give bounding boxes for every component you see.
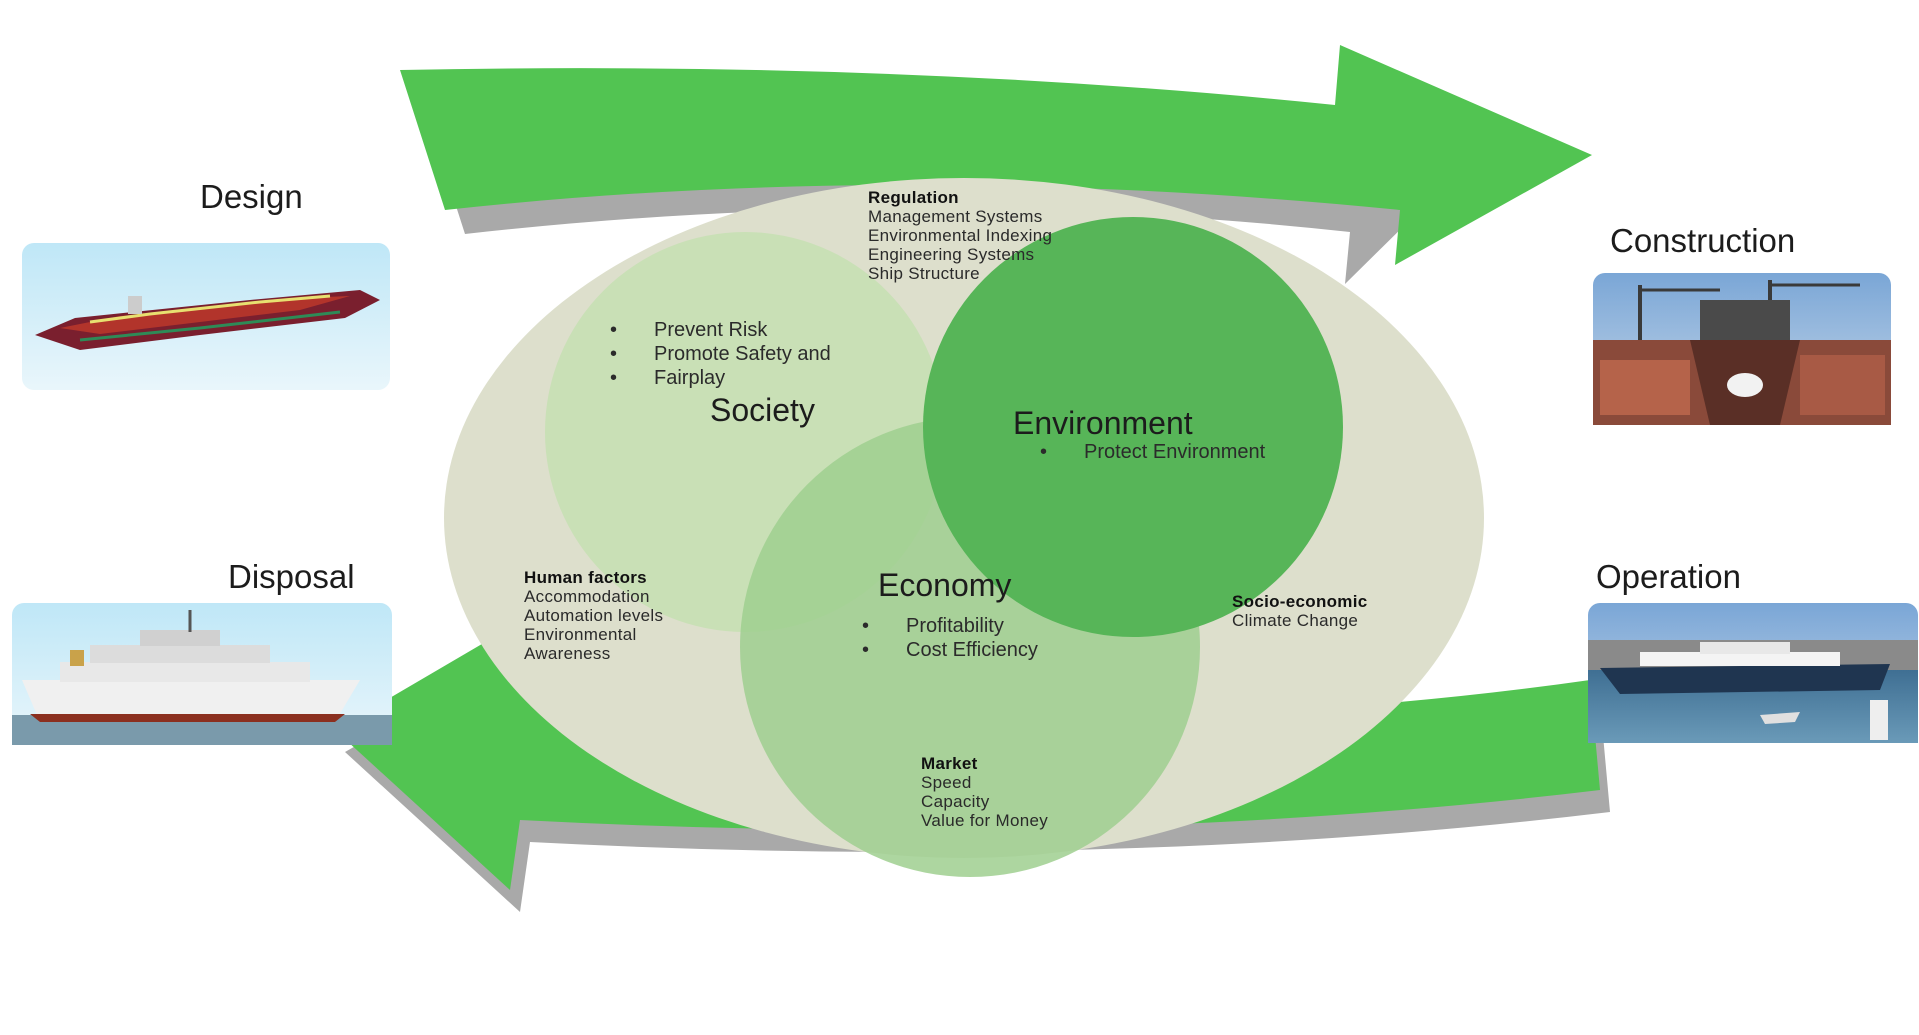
regulation-block: Regulation Management Systems Environmen… <box>868 188 1052 283</box>
stage-label-construction: Construction <box>1610 222 1796 259</box>
socio-economic-heading: Socio-economic <box>1232 592 1368 611</box>
human-factors-item: Automation levels <box>524 606 664 625</box>
stage-label-operation: Operation <box>1596 558 1741 595</box>
environment-bullet: Protect Environment <box>1040 440 1265 464</box>
market-item: Capacity <box>921 792 990 811</box>
human-factors-item: Awareness <box>524 644 611 663</box>
market-item: Speed <box>921 773 972 792</box>
environment-circle <box>923 217 1343 637</box>
environment-bullets: Protect Environment <box>1040 440 1265 464</box>
regulation-item: Engineering Systems <box>868 245 1035 264</box>
economy-title: Economy <box>878 567 1012 603</box>
environment-title: Environment <box>1013 405 1193 441</box>
construction-photo <box>1593 273 1891 425</box>
society-bullet: Prevent Risk <box>610 318 831 342</box>
economy-bullet: Profitability <box>862 614 1038 638</box>
regulation-item: Management Systems <box>868 207 1043 226</box>
market-block: Market Speed Capacity Value for Money <box>921 754 1048 830</box>
regulation-item: Environmental Indexing <box>868 226 1053 245</box>
society-bullet: Promote Safety and <box>610 342 831 366</box>
design-photo <box>22 243 390 390</box>
human-factors-heading: Human factors <box>524 568 647 587</box>
market-item: Value for Money <box>921 811 1049 830</box>
disposal-photo <box>12 603 392 745</box>
top-arrow <box>400 45 1592 265</box>
socio-economic-block: Socio-economic Climate Change <box>1232 592 1368 630</box>
operation-photo <box>1588 603 1918 743</box>
society-title: Society <box>710 392 815 428</box>
stage-label-disposal: Disposal <box>228 558 355 595</box>
stage-label-design: Design <box>200 178 303 215</box>
economy-bullets: Profitability Cost Efficiency <box>862 614 1038 662</box>
society-bullet: Fairplay <box>610 366 831 390</box>
human-factors-block: Human factors Accommodation Automation l… <box>524 568 663 663</box>
market-heading: Market <box>921 754 978 773</box>
society-bullets: Prevent Risk Promote Safety and Fairplay <box>610 318 831 390</box>
regulation-heading: Regulation <box>868 188 959 207</box>
human-factors-item: Environmental <box>524 625 637 644</box>
economy-bullet: Cost Efficiency <box>862 638 1038 662</box>
regulation-item: Ship Structure <box>868 264 980 283</box>
human-factors-item: Accommodation <box>524 587 650 606</box>
socio-economic-item: Climate Change <box>1232 611 1359 630</box>
